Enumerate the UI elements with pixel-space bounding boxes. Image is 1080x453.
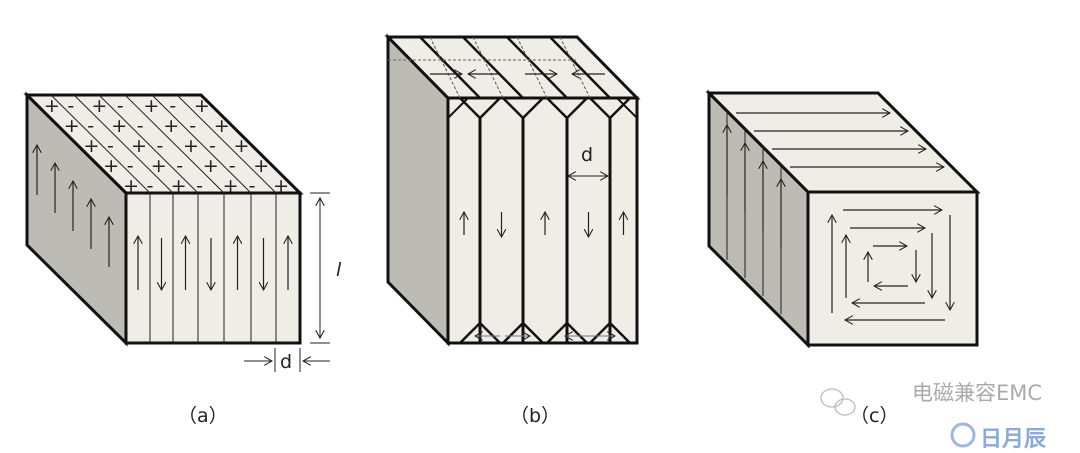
polarity-sign: - — [117, 95, 124, 117]
polarity-sign: + — [151, 155, 167, 177]
c-front-face — [806, 190, 979, 347]
polarity-sign: + — [194, 95, 210, 117]
polarity-sign: + — [64, 115, 80, 137]
figure-c-vortex-domains: （c） — [705, 89, 981, 427]
top-closure-line — [429, 36, 461, 99]
polarity-sign: + — [214, 115, 230, 137]
top-stripe-divider — [50, 94, 151, 194]
logo-icon — [950, 422, 976, 448]
top-closure-line — [559, 36, 591, 99]
polarity-sign: - — [157, 135, 164, 157]
polarity-sign: - — [249, 175, 256, 197]
top-stripe-divider — [98, 94, 199, 194]
a-width-label: d — [280, 351, 292, 373]
a-front-face — [124, 191, 302, 345]
wechat-icon — [820, 388, 856, 416]
polarity-sign: + — [163, 115, 179, 137]
top-stripe-divider — [73, 94, 174, 194]
polarity-sign: + — [143, 95, 159, 117]
polarity-sign: + — [171, 175, 187, 197]
figure-b-closure-domains: d （b） — [384, 33, 641, 427]
top-domain-wall — [419, 36, 481, 99]
polarity-sign: + — [273, 175, 289, 197]
a-caption: （a） — [178, 405, 228, 427]
polarity-sign: + — [234, 135, 250, 157]
polarity-sign: - — [169, 95, 176, 117]
top-stripe-divider — [176, 94, 277, 194]
polarity-sign: - — [176, 155, 183, 177]
top-domain-wall — [462, 36, 524, 99]
polarity-sign: + — [183, 135, 199, 157]
polarity-sign: - — [67, 95, 74, 117]
polarity-sign: - — [87, 115, 94, 137]
polarity-sign: + — [91, 95, 107, 117]
polarity-sign: + — [203, 155, 219, 177]
figure-a-stripe-domains: +-+-+-++-+-+-++-+-+-++-+-+-++-+-+-+ l d … — [23, 91, 342, 427]
polarity-sign: + — [84, 135, 100, 157]
polarity-sign: - — [127, 155, 134, 177]
polarity-sign: + — [111, 115, 127, 137]
polarity-sign: + — [223, 175, 239, 197]
polarity-sign: + — [131, 135, 147, 157]
top-domain-wall — [506, 36, 568, 99]
polarity-sign: - — [189, 115, 196, 137]
polarity-sign: + — [123, 175, 139, 197]
closure-domain-edge-top — [546, 97, 588, 120]
closure-domain-edge-top — [502, 97, 544, 120]
polarity-sign: - — [209, 135, 216, 157]
b-width-label: d — [581, 144, 593, 166]
closure-domain-edge-top — [459, 97, 501, 120]
closure-domain-edge-top — [616, 97, 638, 119]
polarity-sign: + — [253, 155, 269, 177]
polarity-sign: + — [103, 155, 119, 177]
polarity-sign: - — [147, 175, 154, 197]
watermark-line1: 电磁兼容EMC — [912, 381, 1042, 405]
c-caption: （c） — [850, 405, 898, 427]
polarity-sign: - — [196, 175, 203, 197]
watermark: 电磁兼容EMC 日月辰 — [820, 381, 1046, 452]
polarity-sign: - — [137, 115, 144, 137]
closure-domain-edge-top — [447, 97, 469, 121]
top-closure-line — [516, 36, 548, 99]
watermark-line2: 日月辰 — [980, 427, 1046, 452]
polarity-sign: + — [44, 95, 60, 117]
b-caption: （b） — [510, 405, 560, 427]
polarity-sign: - — [229, 155, 236, 177]
top-domain-wall — [549, 36, 611, 99]
top-stripe-divider — [124, 94, 225, 194]
top-stripe-divider — [151, 94, 252, 194]
a-length-label: l — [336, 259, 342, 281]
polarity-sign: - — [107, 135, 114, 157]
top-closure-line — [472, 36, 504, 99]
